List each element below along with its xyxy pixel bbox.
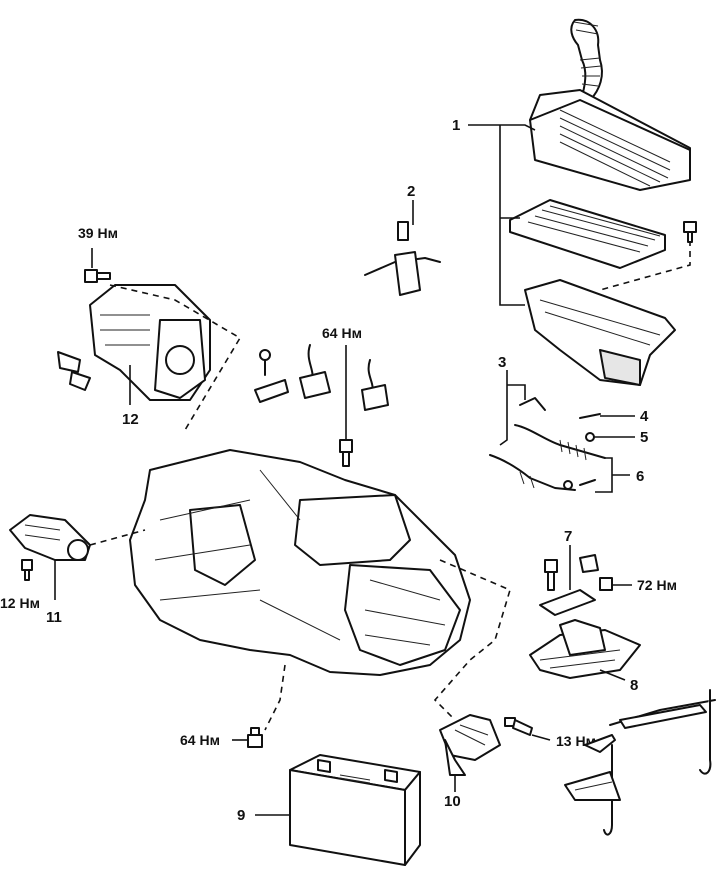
case-bolt-dashline: [599, 240, 691, 291]
torque-12nm: 12 Нм: [0, 595, 40, 611]
callout-12: 12: [122, 411, 139, 428]
harness-connector-icon: [299, 344, 331, 399]
bolt-39nm-icon: [84, 269, 111, 283]
callout-9: 9: [237, 807, 245, 824]
callout-4: 4: [640, 408, 649, 425]
case-bolt-icon: [683, 221, 697, 243]
battery: [289, 754, 421, 866]
starter-housing: [89, 284, 211, 401]
bolt-12nm-icon: [21, 559, 33, 581]
ground-connector-icon: [254, 349, 289, 403]
transmission-case: [129, 449, 471, 676]
callout-8: 8: [630, 677, 638, 694]
callout-11: 11: [46, 609, 62, 626]
leader-6: [595, 457, 630, 493]
cable-bracket: [364, 221, 441, 296]
air-cleaner-case: [524, 279, 676, 386]
sensor-connector-icon: [361, 359, 389, 411]
torque-39nm: 39 Нм: [78, 225, 118, 241]
callout-5: 5: [640, 429, 648, 446]
torque-64nm-bottom: 64 Нм: [180, 732, 220, 748]
bolt-64nm-top-icon: [339, 439, 353, 467]
torque-72nm: 72 Нм: [637, 577, 677, 593]
leader-13nm: [531, 734, 551, 741]
transmission-dashline-bottom: [264, 664, 286, 731]
nut-72nm-icon: [599, 577, 613, 591]
leader-8: [599, 669, 626, 681]
callout-6: 6: [636, 468, 644, 485]
air-cleaner-cover: [529, 89, 691, 191]
transmission-dashline-right: [433, 559, 511, 721]
starter-dashline: [109, 284, 242, 431]
shift-lever-icon: [57, 351, 91, 391]
bolt-64nm-bottom-icon: [247, 727, 263, 748]
torque-64nm-top: 64 Нм: [322, 325, 362, 341]
callout-1: 1: [452, 117, 460, 134]
callout-10: 10: [444, 793, 461, 810]
air-filter-element: [509, 199, 666, 269]
engine-mount: [529, 619, 641, 679]
callout-2: 2: [407, 183, 415, 200]
mount-bracket: [539, 554, 599, 616]
shift-cables: [489, 397, 606, 491]
cylinder-dashline: [89, 529, 146, 546]
leader-1: [468, 124, 536, 306]
mount-bolt-icon: [544, 559, 558, 591]
release-cylinder: [9, 514, 91, 561]
leader-3: [499, 370, 526, 446]
callout-3: 3: [498, 354, 506, 371]
battery-hold-down-rods: [564, 689, 716, 836]
battery-tray-bracket: [439, 714, 501, 776]
callout-7: 7: [564, 528, 572, 545]
bolt-13nm-icon: [504, 717, 533, 736]
